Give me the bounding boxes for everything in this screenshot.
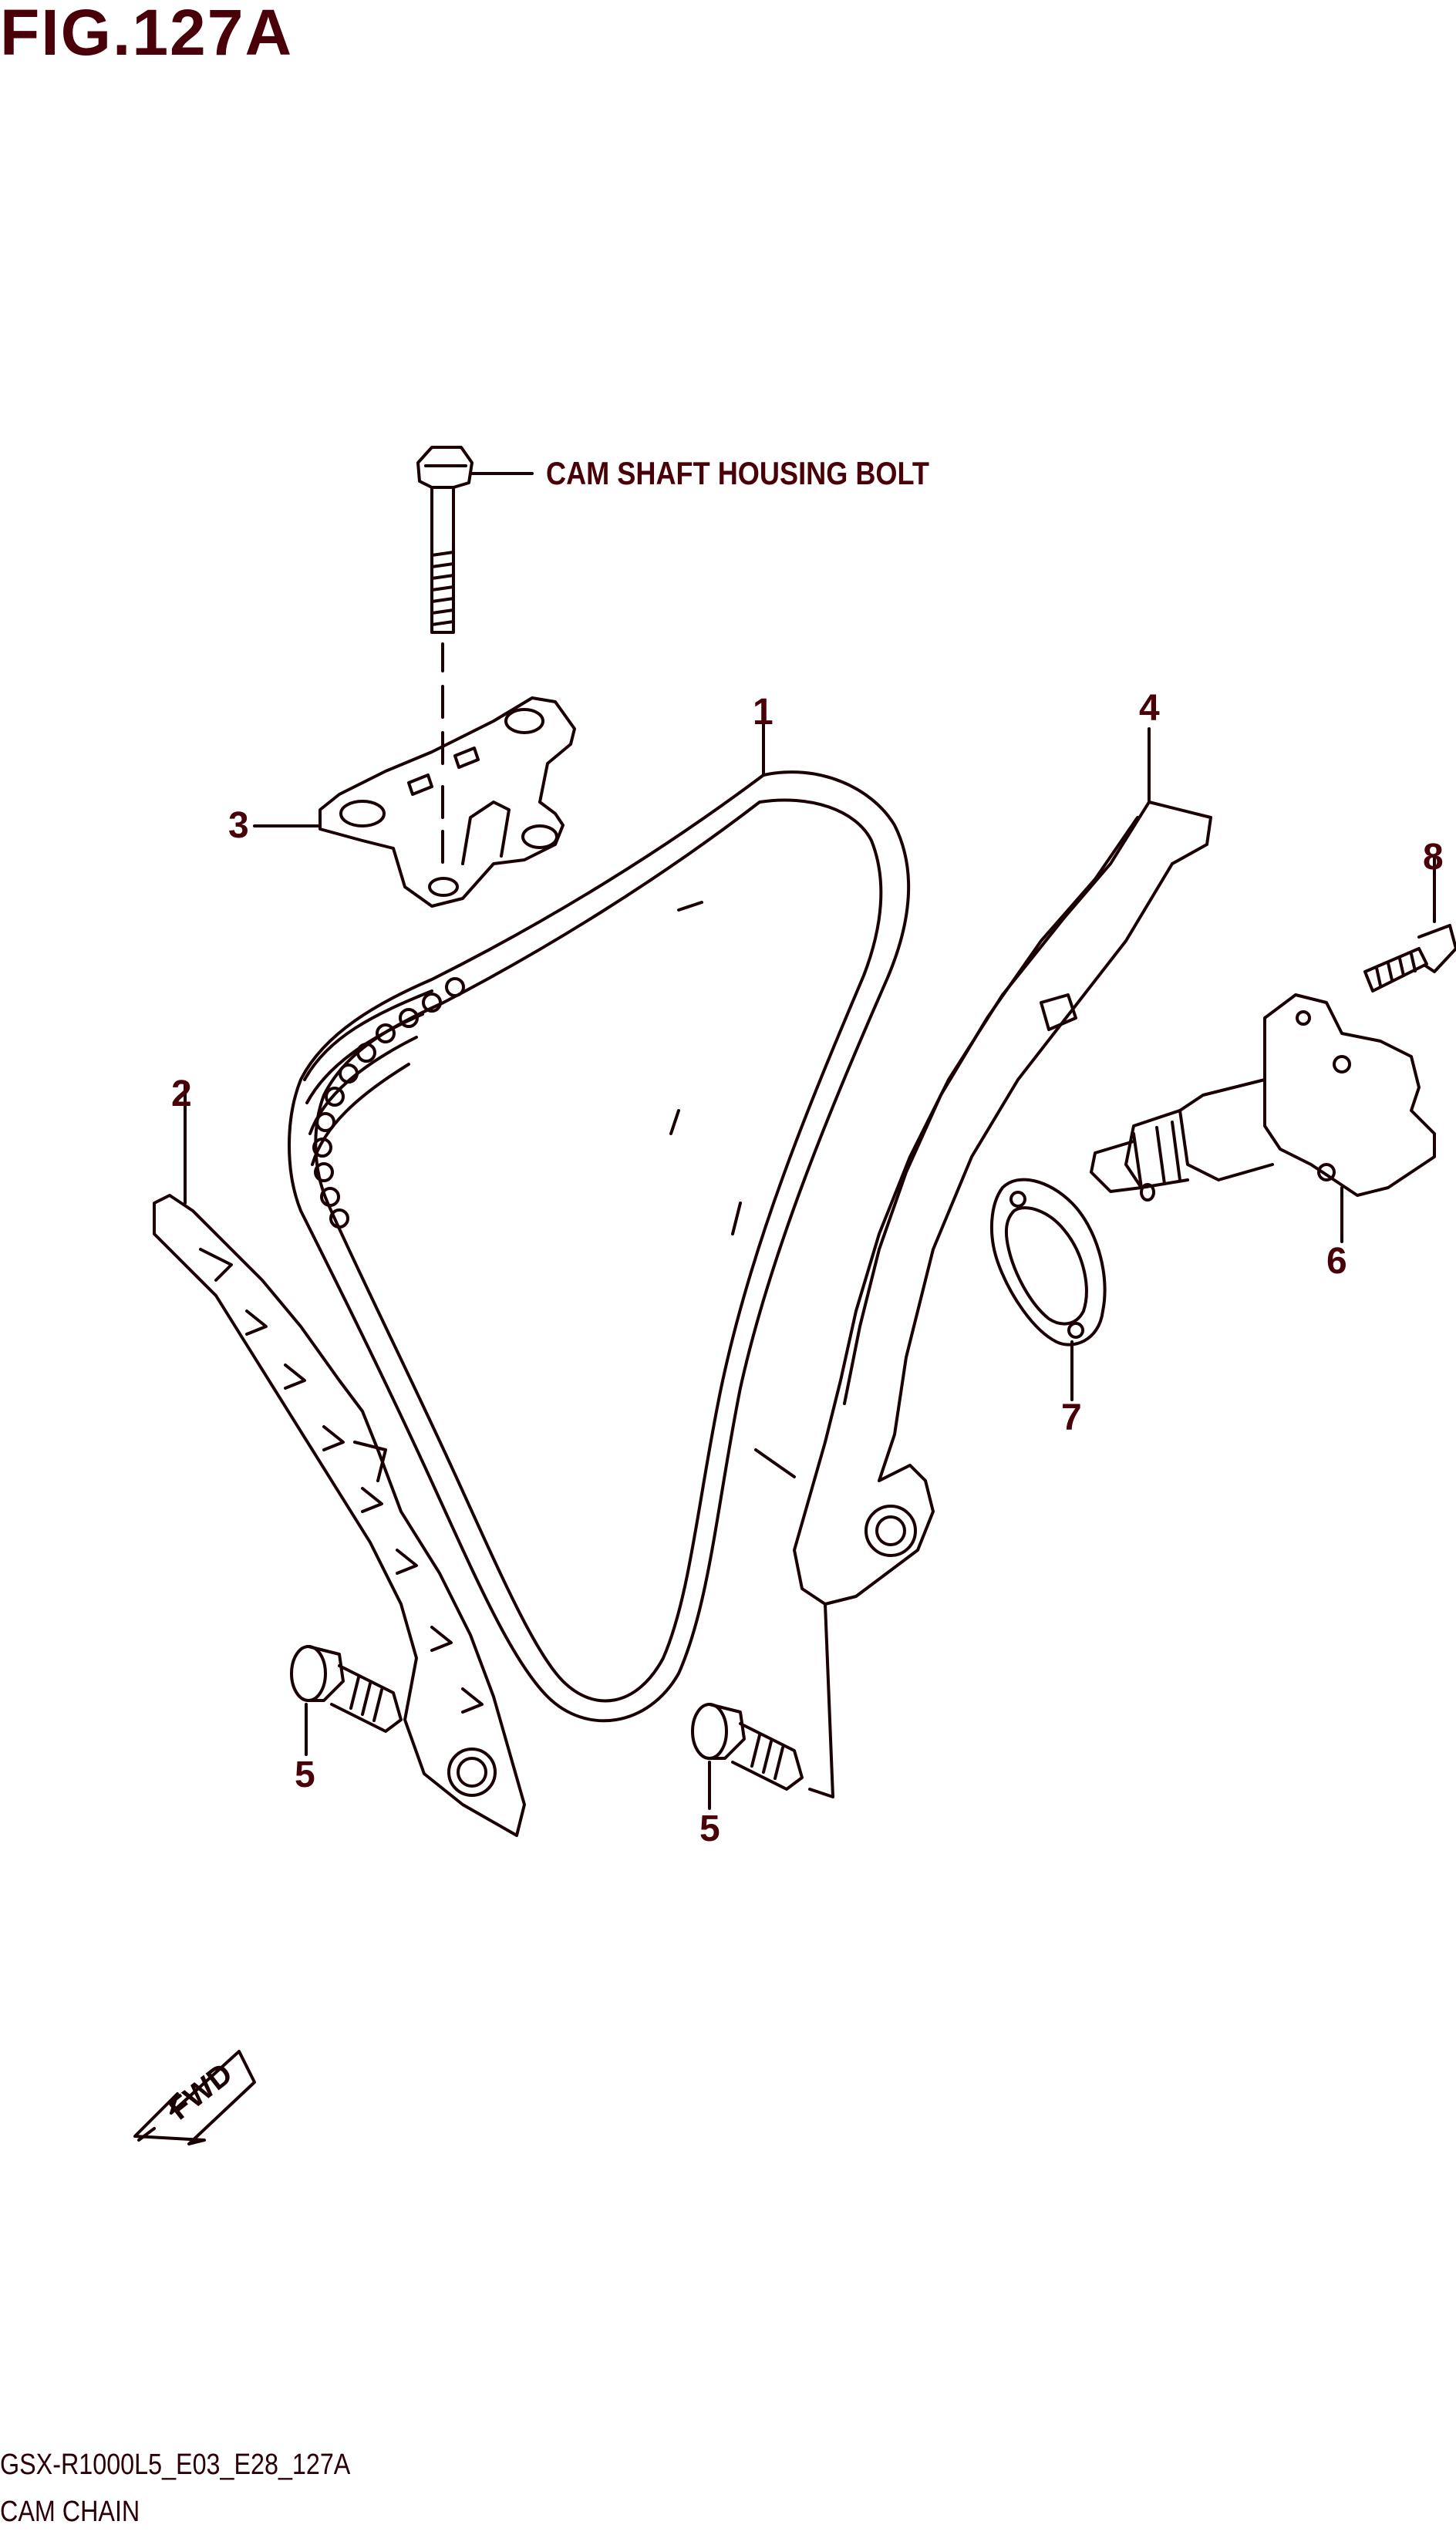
cam-chain-guide xyxy=(153,1082,526,1837)
guide-bolt-left xyxy=(290,1645,403,1756)
figure-title: FIG.127A xyxy=(0,0,294,69)
callout-3: 3 xyxy=(228,805,249,846)
callout-5-left: 5 xyxy=(295,1754,315,1795)
callout-5-right: 5 xyxy=(699,1808,720,1849)
callout-2: 2 xyxy=(171,1074,192,1114)
cam-chain-tensioner xyxy=(1090,993,1436,1243)
fwd-arrow xyxy=(133,2050,256,2145)
model-code: GSX-R1000L5_E03_E28_127A xyxy=(0,2449,351,2481)
tensioner-gasket xyxy=(990,1178,1107,1401)
callout-4: 4 xyxy=(1139,688,1160,729)
figure-caption: CAM CHAIN xyxy=(0,2496,140,2528)
guide-bolt-right xyxy=(691,1703,804,1810)
tensioner-bolt xyxy=(1363,854,1456,993)
bolt-note-label: CAM SHAFT HOUSING BOLT xyxy=(546,455,929,491)
cam-shaft-housing-bolt xyxy=(416,446,534,873)
callout-8: 8 xyxy=(1423,837,1444,878)
callout-7: 7 xyxy=(1061,1397,1082,1438)
callout-1: 1 xyxy=(753,692,774,733)
cam-chain-bracket xyxy=(253,696,576,908)
cam-chain xyxy=(288,720,911,1723)
tensioner-guide xyxy=(754,727,1212,1798)
callout-6: 6 xyxy=(1326,1241,1347,1282)
